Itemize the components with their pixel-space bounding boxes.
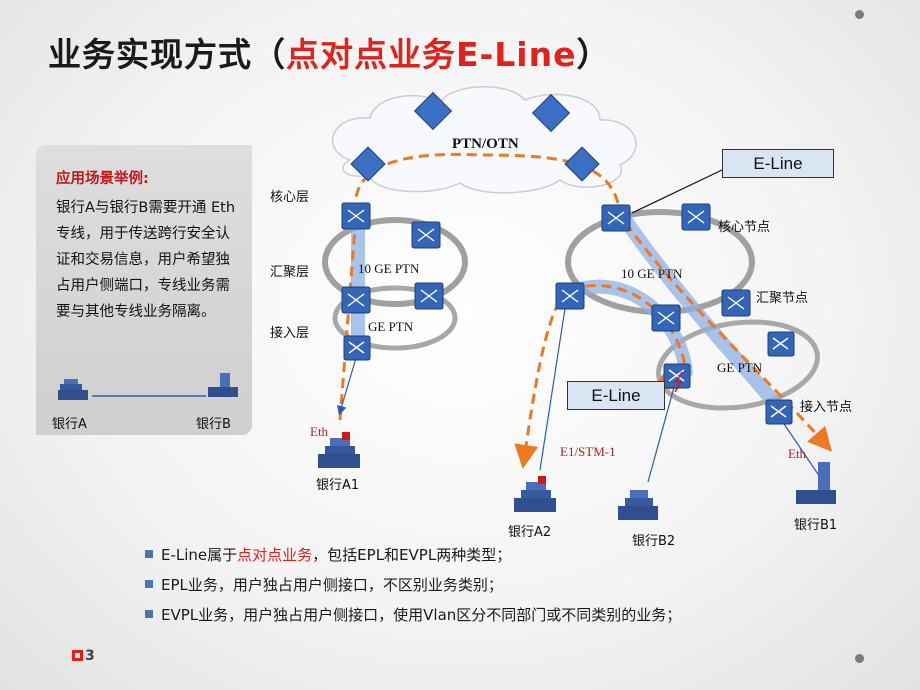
node-right-agg-3-icon <box>721 289 751 317</box>
layer-access-label: 接入层 <box>270 326 310 341</box>
panel-bank-b-label: 银行B <box>196 417 231 432</box>
eline-path-a2 <box>514 288 571 469</box>
bullet-item: EPL业务，用户独占用户侧接口，不区别业务类别； <box>145 574 905 604</box>
panel-body: 银行A与银行B需要开通 Eth专线，用于传送跨行安全认证和交易信息，用户希望独占… <box>56 200 236 320</box>
bullet-text-end: ，包括EPL和EVPL两种类型； <box>312 546 512 564</box>
left-ge-label: GE PTN <box>368 319 414 334</box>
node-right-agg-icon <box>555 282 585 310</box>
cloud-router-icon <box>531 93 571 133</box>
bank-b2-label: 银行B2 <box>632 534 676 549</box>
link-break-icon <box>674 371 683 393</box>
node-right-access-icon <box>663 363 691 389</box>
e1-stm-label: E1/STM-1 <box>560 444 616 459</box>
bullet-item: E-Line属于点对点业务，包括EPL和EVPL两种类型； <box>145 544 905 574</box>
corner-dot-top <box>855 10 864 19</box>
eline-callout-bottom: E-Line <box>567 381 665 410</box>
eline-callout-top: E-Line <box>722 149 834 178</box>
agg-node-label: 汇聚节点 <box>756 291 809 306</box>
page-number: 3 <box>72 648 95 664</box>
bank-b1-label: 银行B1 <box>794 518 838 533</box>
eline-path-a2-upper <box>569 284 688 373</box>
bullet-list: E-Line属于点对点业务，包括EPL和EVPL两种类型； EPL业务，用户独占… <box>145 544 905 634</box>
right-10ge-label: 10 GE PTN <box>621 266 683 281</box>
panel-bank-a-label: 银行A <box>52 417 87 432</box>
bank-a2-device-icon <box>514 476 556 512</box>
access-node-label: 接入节点 <box>800 400 853 415</box>
right-tunnel-a2 <box>563 279 693 379</box>
layer-core-label: 核心层 <box>270 190 310 205</box>
title-main: 业务实现方式（ <box>48 35 286 74</box>
page-number-square-icon <box>72 650 83 661</box>
right-ge-label: GE PTN <box>717 360 763 375</box>
corner-dot-bottom <box>855 654 864 663</box>
bank-a2-label: 银行A2 <box>508 525 552 540</box>
title-end: ） <box>576 35 611 74</box>
core-node-label: 核心节点 <box>718 220 771 235</box>
cloud-label: PTN/OTN <box>452 136 519 152</box>
bullet-highlight: 点对点业务 <box>237 546 313 564</box>
node-right-access-3-icon <box>765 399 793 425</box>
node-right-access-2-icon <box>767 331 795 357</box>
bullet-text: EVPL业务，用户独占用户侧接口，使用Vlan区分不同部门或不同类别的业务； <box>161 606 682 624</box>
left-10ge-label: 10 GE PTN <box>358 261 420 276</box>
eth-left-label: Eth <box>310 424 329 439</box>
page-number-text: 3 <box>85 648 95 664</box>
node-left-access-icon <box>343 335 371 361</box>
title-highlight: 点对点业务E-Line <box>286 35 577 74</box>
node-left-agg-icon <box>341 286 371 314</box>
scenario-panel: 应用场景举例: 银行A与银行B需要开通 Eth专线，用于传送跨行安全认证和交易信… <box>36 145 252 435</box>
cloud-router-icon <box>564 146 600 182</box>
bank-b1-device-icon <box>796 462 836 504</box>
node-right-core-2-icon <box>681 203 711 231</box>
node-left-core-2-icon <box>411 221 441 249</box>
eline-callout-line <box>631 169 723 214</box>
bank-b-server-icon <box>208 373 238 397</box>
left-ring-ge <box>332 285 458 351</box>
node-left-core-icon <box>341 202 371 230</box>
bank-link-illustration <box>58 373 238 400</box>
eth-right-label: Eth <box>788 446 807 461</box>
node-right-agg-2-icon <box>651 304 681 332</box>
node-left-agg-2-icon <box>414 282 444 310</box>
cloud-router-icon <box>413 91 453 131</box>
node-right-core-icon <box>601 204 631 232</box>
cloud-router-icon <box>350 146 386 182</box>
bullet-text: E-Line属于 <box>161 546 238 564</box>
bullet-text: EPL业务，用户独占用户侧接口，不区别业务类别； <box>161 576 503 594</box>
bullet-item: EVPL业务，用户独占用户侧接口，使用Vlan区分不同部门或不同类别的业务； <box>145 604 905 634</box>
bank-b2-device-icon <box>618 490 658 520</box>
link-a1 <box>337 357 357 416</box>
layer-agg-label: 汇聚层 <box>270 265 310 280</box>
page-title: 业务实现方式（点对点业务E-Line） <box>48 28 610 76</box>
panel-heading: 应用场景举例: <box>56 171 149 187</box>
bank-a-server-icon <box>58 379 88 400</box>
bank-a1-label: 银行A1 <box>316 478 360 493</box>
